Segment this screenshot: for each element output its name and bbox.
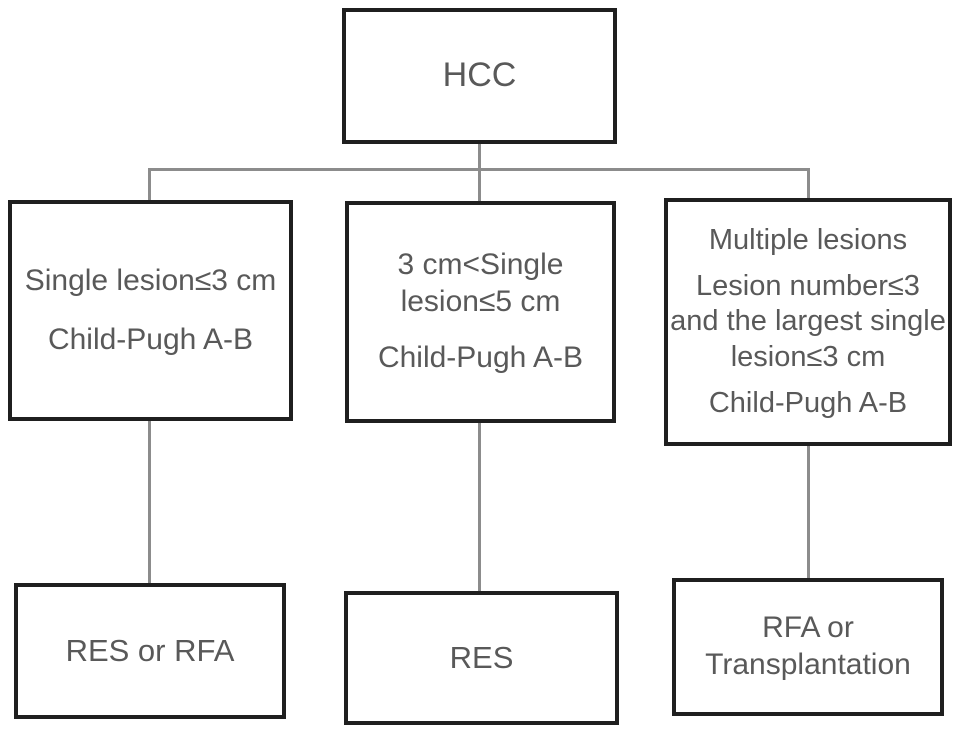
connector-root-stem [478,144,481,202]
criteria-child-pugh-text: Child-Pugh A-B [377,341,584,375]
node-criteria-single-small: Single lesion≤3 cm Child-Pugh A-B [8,200,293,421]
connector-criteria-right-to-treatment [807,445,810,579]
criteria-lesion-number-text: Lesion number≤3 and the largest single l… [670,269,946,373]
criteria-child-pugh-text: Child-Pugh A-B [47,322,254,356]
node-criteria-single-medium: 3 cm<Single lesion≤5 cm Child-Pugh A-B [345,201,616,423]
criteria-lesion-size-text: Single lesion≤3 cm [24,263,277,297]
criteria-child-pugh-text: Child-Pugh A-B [708,387,908,420]
treatment-label: RFA or Transplantation [705,611,911,681]
treatment-label: RES or RFA [65,633,235,669]
connector-criteria-middle-to-treatment [478,422,481,592]
criteria-lesion-size-text: 3 cm<Single lesion≤5 cm [397,248,564,318]
connector-branch-left-drop [148,168,151,201]
node-criteria-multiple-lesions: Multiple lesions Lesion number≤3 and the… [664,198,952,446]
node-treatment-res-or-rfa: RES or RFA [14,583,286,719]
connector-branch-right-drop [807,168,810,199]
node-treatment-res: RES [344,591,619,725]
node-treatment-rfa-or-transplantation: RFA or Transplantation [672,578,944,716]
connector-criteria-left-to-treatment [148,420,151,584]
node-hcc-label: HCC [442,56,517,95]
connector-branch-horizontal [148,168,810,171]
treatment-label: RES [449,640,514,676]
node-hcc: HCC [342,8,617,144]
criteria-multiple-lesions-text: Multiple lesions [708,223,908,256]
